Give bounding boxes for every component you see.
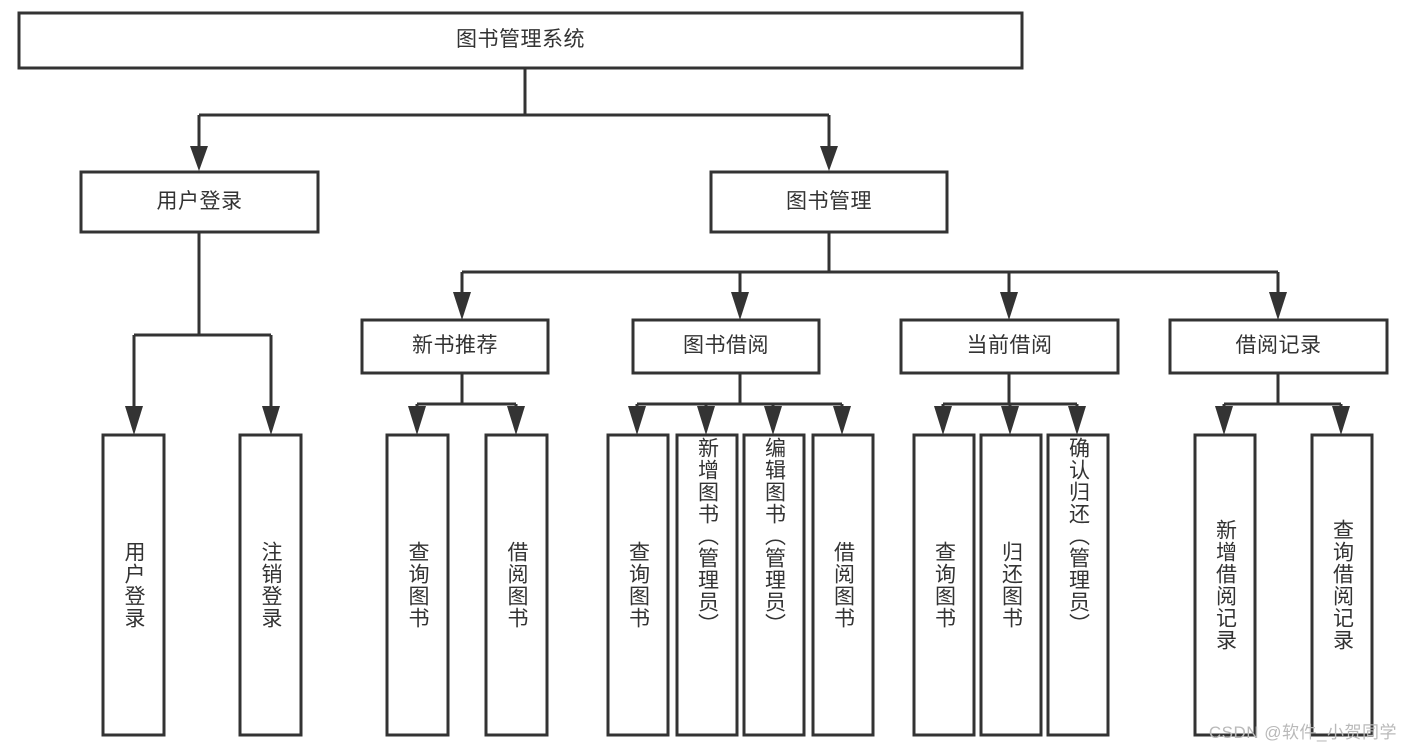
arrow-query-record xyxy=(1332,406,1350,435)
node-leaf-add-record-box[interactable] xyxy=(1193,433,1257,737)
node-leaf-borrow-book-1-box[interactable] xyxy=(484,433,549,737)
node-new-book-rec-box[interactable] xyxy=(360,318,550,375)
arrow-leaf-user-logout xyxy=(262,406,280,435)
node-book-borrow-box[interactable] xyxy=(631,318,821,375)
node-current-borrow-box[interactable] xyxy=(899,318,1120,375)
watermark-text: CSDN @软件_小贺同学 xyxy=(1208,723,1397,742)
arrow-book-borrow xyxy=(731,292,749,320)
arrow-borrow-book-2 xyxy=(833,406,851,435)
arrow-user-login xyxy=(190,146,208,171)
arrow-edit-book xyxy=(764,406,782,435)
arrow-borrow-book-1 xyxy=(507,406,525,435)
node-leaf-borrow-book-2-box[interactable] xyxy=(811,433,875,737)
arrow-new-book-rec xyxy=(453,292,471,320)
arrow-query-book-2 xyxy=(628,406,646,435)
node-leaf-query-record-box[interactable] xyxy=(1310,433,1374,737)
node-borrow-record-box[interactable] xyxy=(1168,318,1389,375)
arrow-query-book-1 xyxy=(408,406,426,435)
arrow-add-record xyxy=(1215,406,1233,435)
arrow-confirm-return xyxy=(1068,406,1086,435)
node-root-box[interactable] xyxy=(17,11,1024,70)
arrow-current-borrow xyxy=(1000,292,1018,320)
node-leaf-return-book-box[interactable] xyxy=(979,433,1043,737)
arrow-leaf-user-login xyxy=(125,406,143,435)
node-leaf-add-book-box[interactable] xyxy=(675,433,739,737)
node-leaf-query-book-3-box[interactable] xyxy=(912,433,976,737)
arrow-return-book xyxy=(1001,406,1019,435)
arrow-add-book xyxy=(697,406,715,435)
node-leaf-edit-book-box[interactable] xyxy=(742,433,806,737)
node-leaf-query-book-2-box[interactable] xyxy=(606,433,670,737)
node-leaf-query-book-1-box[interactable] xyxy=(385,433,450,737)
arrow-query-book-3 xyxy=(934,406,952,435)
node-leaf-user-login-box[interactable] xyxy=(101,433,166,737)
arrow-borrow-record xyxy=(1269,292,1287,320)
arrow-book-manage xyxy=(820,146,838,171)
node-user-login-box[interactable] xyxy=(79,170,320,234)
node-leaf-confirm-return-box[interactable] xyxy=(1046,433,1110,737)
node-leaf-user-logout-box[interactable] xyxy=(238,433,303,737)
node-book-manage-box[interactable] xyxy=(709,170,949,234)
